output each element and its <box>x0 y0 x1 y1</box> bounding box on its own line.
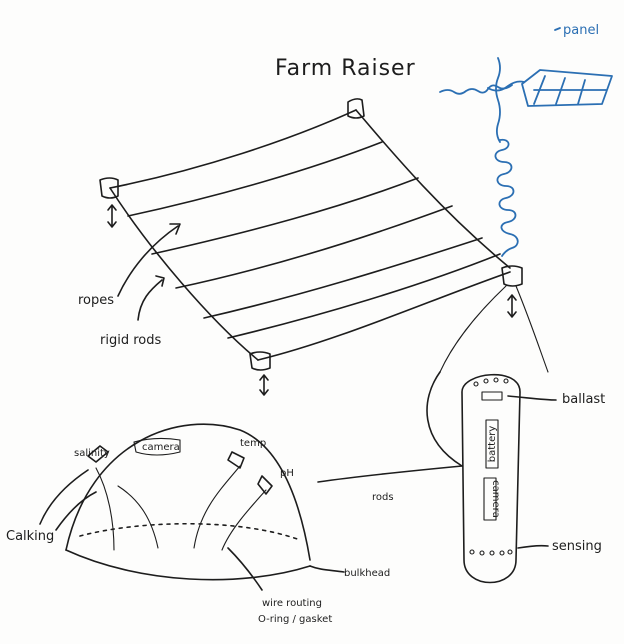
calking-label: Calking <box>6 529 54 544</box>
rods-label: rods <box>372 492 394 503</box>
ballast-label: ballast <box>562 392 605 407</box>
bulkhead-label: bulkhead <box>344 568 390 579</box>
sensor-dome <box>39 423 345 591</box>
dome-camera-label: camera <box>142 442 180 453</box>
rigid-rods-label: rigid rods <box>100 333 161 348</box>
capsule-camera-label: camera <box>490 480 501 518</box>
sketch-title: Farm Raiser <box>275 56 416 81</box>
tethers <box>317 285 549 483</box>
solar-panel-label: panel <box>563 23 599 38</box>
oring-gasket-label: O-ring / gasket <box>258 614 332 625</box>
corner-floats <box>99 98 523 371</box>
lift-arrows <box>107 204 517 396</box>
raft-frame <box>109 109 511 361</box>
solar-panel: panel <box>439 23 613 107</box>
salinity-label: salinity <box>74 448 110 459</box>
sensing-label: sensing <box>552 539 602 554</box>
battery-label: battery <box>487 426 498 463</box>
coiled-cable <box>494 57 519 257</box>
ph-label: pH <box>280 468 294 479</box>
temp-label: temp <box>240 438 266 449</box>
callout-arrows <box>117 223 181 321</box>
sensor-capsule <box>461 373 557 584</box>
wire-routing-label: wire routing <box>262 598 322 609</box>
ropes-label: ropes <box>78 293 114 308</box>
